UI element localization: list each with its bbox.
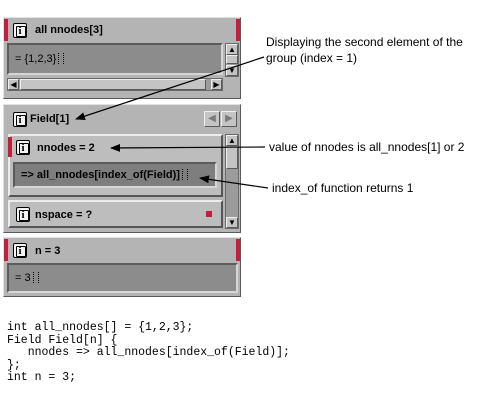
triangle-up-icon: ▲: [228, 45, 236, 54]
value-field[interactable]: = 3: [7, 263, 238, 293]
triangle-up-icon: ▲: [228, 136, 236, 145]
panel-title: all nnodes[3]: [35, 24, 103, 36]
annotation-line: group (index = 1): [266, 51, 358, 65]
triangle-down-icon: ▼: [228, 218, 236, 227]
nspace-title: nspace = ?: [35, 209, 93, 221]
scroll-thumb-horizontal[interactable]: [20, 79, 206, 90]
value-field[interactable]: = {1,2,3}: [7, 43, 223, 75]
expression-text: => all_nnodes[index_of(Field)]: [21, 169, 188, 181]
vertical-scrollbar[interactable]: ▲ ▼: [225, 43, 239, 77]
nspace-subpanel: i nspace = ?: [8, 200, 223, 228]
field-panel: i Field[1] ◀ ▶ i nnodes = 2 => all_nnode…: [3, 104, 241, 233]
panel-title: Field[1]: [30, 113, 70, 125]
panel-title: n = 3: [35, 245, 61, 257]
code-line: int n = 3;: [7, 371, 77, 385]
selection-marker: [4, 19, 8, 41]
code-listing: int all_nnodes[] = {1,2,3}; Field Field[…: [7, 321, 290, 385]
annotation-index-of: index_of function returns 1: [272, 181, 414, 195]
code-line: nnodes => all_nnodes[index_of(Field)];: [7, 346, 290, 360]
nnodes-expression-field[interactable]: => all_nnodes[index_of(Field)]: [13, 162, 217, 188]
n-panel: i n = 3 = 3: [3, 237, 241, 297]
resize-marker[interactable]: [236, 19, 240, 41]
info-icon[interactable]: i: [16, 207, 30, 222]
arrow-right-icon: ▶: [225, 113, 233, 124]
status-square: [206, 211, 212, 217]
arrow-to-nnodes: [110, 143, 266, 152]
resize-marker[interactable]: [236, 239, 240, 261]
info-icon[interactable]: i: [13, 23, 27, 38]
prev-element-button[interactable]: ◀: [204, 111, 220, 127]
info-icon[interactable]: i: [13, 243, 27, 258]
selection-marker: [4, 239, 8, 261]
arrow-to-expression: [199, 175, 269, 189]
selection-marker: [8, 137, 12, 157]
code-line: };: [7, 358, 21, 372]
triangle-left-icon: ◀: [10, 80, 17, 89]
code-line: Field Field[n] {: [7, 333, 118, 347]
nnodes-title: nnodes = 2: [37, 142, 95, 154]
info-icon[interactable]: i: [16, 140, 30, 155]
annotation-line: Displaying the second element of the: [266, 35, 463, 49]
scroll-up-button[interactable]: ▲: [226, 135, 238, 146]
value-label: = {1,2,3}: [15, 53, 57, 65]
value-text: = {1,2,3}: [15, 53, 65, 65]
scroll-right-button[interactable]: ▶: [211, 79, 222, 90]
scroll-down-button[interactable]: ▼: [226, 65, 238, 76]
arrow-left-icon: ◀: [208, 113, 216, 124]
scroll-left-button[interactable]: ◀: [8, 79, 19, 90]
next-element-button[interactable]: ▶: [221, 111, 237, 127]
annotation-second-element: Displaying the second element of the gro…: [266, 34, 463, 66]
scroll-thumb[interactable]: [226, 55, 238, 64]
annotation-value-of-nnodes: value of nnodes is all_nnodes[1] or 2: [269, 140, 465, 154]
text-cursor: [181, 169, 188, 180]
value-label: = 3: [15, 272, 31, 284]
text-cursor: [58, 53, 65, 64]
code-line: int all_nnodes[] = {1,2,3};: [7, 321, 194, 334]
value-text: = 3: [15, 272, 39, 284]
triangle-down-icon: ▼: [228, 66, 236, 75]
arrow-to-field-title: [75, 56, 265, 120]
scroll-up-button[interactable]: ▲: [226, 44, 238, 55]
text-cursor: [32, 272, 39, 283]
scroll-down-button[interactable]: ▼: [226, 217, 238, 228]
expression-label: => all_nnodes[index_of(Field)]: [21, 169, 180, 181]
info-icon[interactable]: i: [13, 112, 27, 127]
triangle-right-icon: ▶: [213, 80, 220, 89]
all-nnodes-panel: i all nnodes[3] = {1,2,3} ▲ ▼ ◀ ▶: [3, 17, 241, 99]
